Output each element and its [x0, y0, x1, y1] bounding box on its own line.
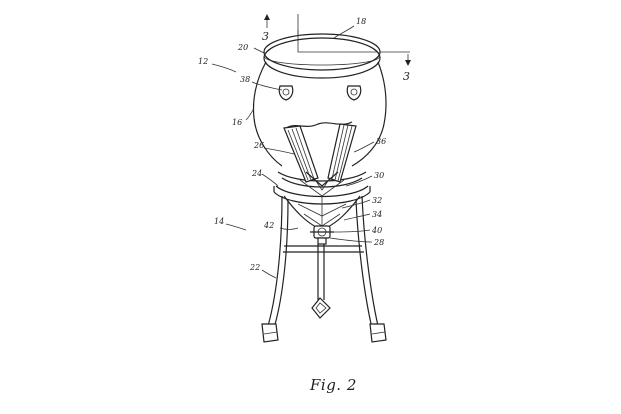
foot-center	[311, 297, 331, 319]
stand-feet	[261, 297, 387, 343]
adjustment-hub	[310, 225, 334, 245]
label-26: 26	[253, 141, 264, 150]
lug-left	[278, 85, 294, 101]
lug-right	[346, 85, 362, 101]
reference-numerals: 18 20 12 38 16 36 26 24 30 32 34 40 28 4…	[198, 17, 386, 272]
foot-left	[261, 323, 279, 343]
leader-lines	[211, 25, 375, 279]
stand-legs	[267, 195, 379, 329]
cradle-straps	[283, 121, 357, 197]
label-20: 20	[237, 43, 248, 52]
tuning-lugs	[278, 85, 362, 101]
figure-caption: Fig. 2	[310, 376, 357, 394]
label-18: 18	[356, 17, 366, 26]
label-14: 14	[214, 217, 224, 226]
label-16: 16	[232, 118, 242, 127]
label-42: 42	[263, 221, 274, 230]
support-arms	[283, 195, 361, 229]
label-28: 28	[373, 238, 384, 247]
section-arrow-down-icon	[405, 60, 411, 66]
label-36: 36	[376, 137, 386, 146]
label-38: 38	[240, 75, 250, 84]
label-22: 22	[249, 263, 260, 272]
drum-head	[263, 30, 381, 79]
label-32: 32	[372, 196, 382, 205]
label-34: 34	[372, 210, 382, 219]
drum-shell	[252, 61, 387, 188]
label-30: 30	[374, 171, 384, 180]
foot-right	[369, 323, 387, 343]
section-mark-right: 3	[403, 70, 410, 83]
section-arrow-up-icon	[264, 14, 270, 20]
label-12: 12	[198, 57, 208, 66]
label-40: 40	[371, 226, 382, 235]
label-24: 24	[251, 169, 262, 178]
section-mark-top: 3	[262, 30, 269, 43]
